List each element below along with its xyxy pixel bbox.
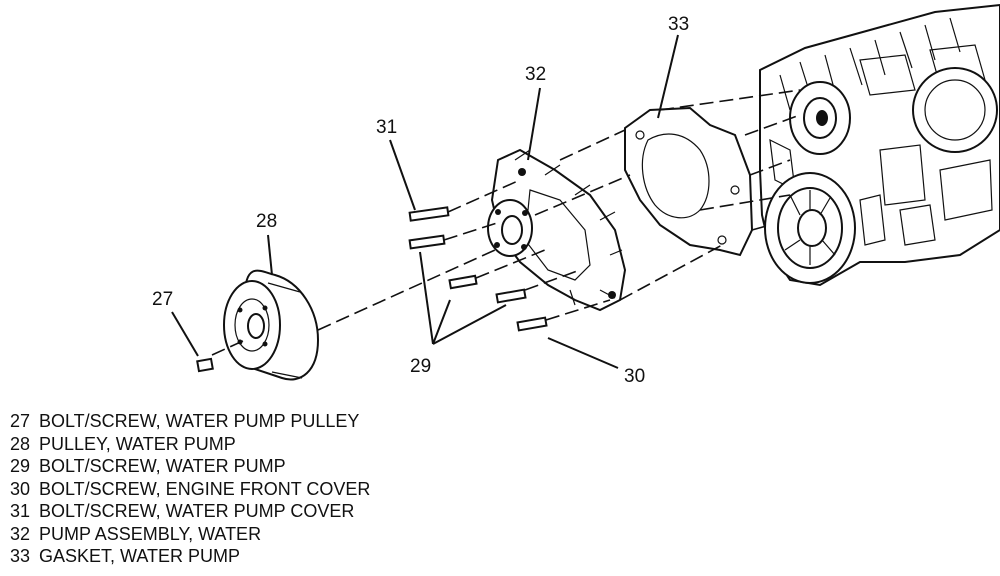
callout-31: 31	[376, 117, 397, 138]
legend-description: BOLT/SCREW, WATER PUMP PULLEY	[39, 411, 360, 431]
parts-legend: 27 BOLT/SCREW, WATER PUMP PULLEY 28 PULLEY…	[10, 410, 370, 568]
legend-number: 28	[10, 433, 31, 454]
bolt-27	[196, 357, 214, 373]
legend-description: BOLT/SCREW, ENGINE FRONT COVER	[39, 478, 371, 499]
legend-number: 27	[10, 411, 31, 431]
legend-item-31: 31 BOLT/SCREW, WATER PUMP COVER	[10, 500, 370, 523]
alignment-lines	[211, 89, 801, 356]
callout-28: 28	[256, 211, 277, 232]
exploded-view-diagram: 27 28 29 30 31 32 33	[152, 3, 1000, 387]
leader-lines	[171, 34, 679, 369]
gasket-33	[624, 106, 754, 257]
legend-number: 33	[10, 546, 31, 566]
legend-description: GASKET, WATER PUMP	[39, 546, 241, 566]
callout-30: 30	[624, 366, 645, 387]
water-pump-32	[487, 148, 627, 312]
legend-number: 32	[10, 523, 31, 544]
legend-item-32: 32 PUMP ASSEMBLY, WATER	[10, 523, 370, 546]
bolt-30	[516, 316, 548, 332]
legend-item-29: 29 BOLT/SCREW, WATER PUMP	[10, 455, 370, 478]
callout-33: 33	[668, 14, 689, 35]
legend-item-27: 27 BOLT/SCREW, WATER PUMP PULLEY	[10, 410, 370, 433]
legend-number: 29	[10, 456, 31, 476]
legend-item-28: 28 PULLEY, WATER PUMP	[10, 433, 370, 456]
legend-item-33: 33 GASKET, WATER PUMP	[10, 545, 370, 568]
callout-29: 29	[410, 356, 431, 377]
legend-description: BOLT/SCREW, WATER PUMP	[39, 456, 286, 476]
engine-block	[759, 3, 1000, 287]
bolts-29	[448, 274, 527, 304]
legend-number: 31	[10, 501, 31, 521]
pulley-28	[223, 269, 320, 381]
legend-description: PULLEY, WATER PUMP	[39, 433, 236, 454]
bolts-31	[408, 206, 450, 250]
legend-number: 30	[10, 478, 31, 499]
legend-description: BOLT/SCREW, WATER PUMP COVER	[39, 501, 355, 521]
callout-32: 32	[525, 64, 546, 85]
legend-item-30: 30 BOLT/SCREW, ENGINE FRONT COVER	[10, 478, 370, 501]
legend-description: PUMP ASSEMBLY, WATER	[39, 523, 262, 544]
callout-27: 27	[152, 289, 173, 310]
